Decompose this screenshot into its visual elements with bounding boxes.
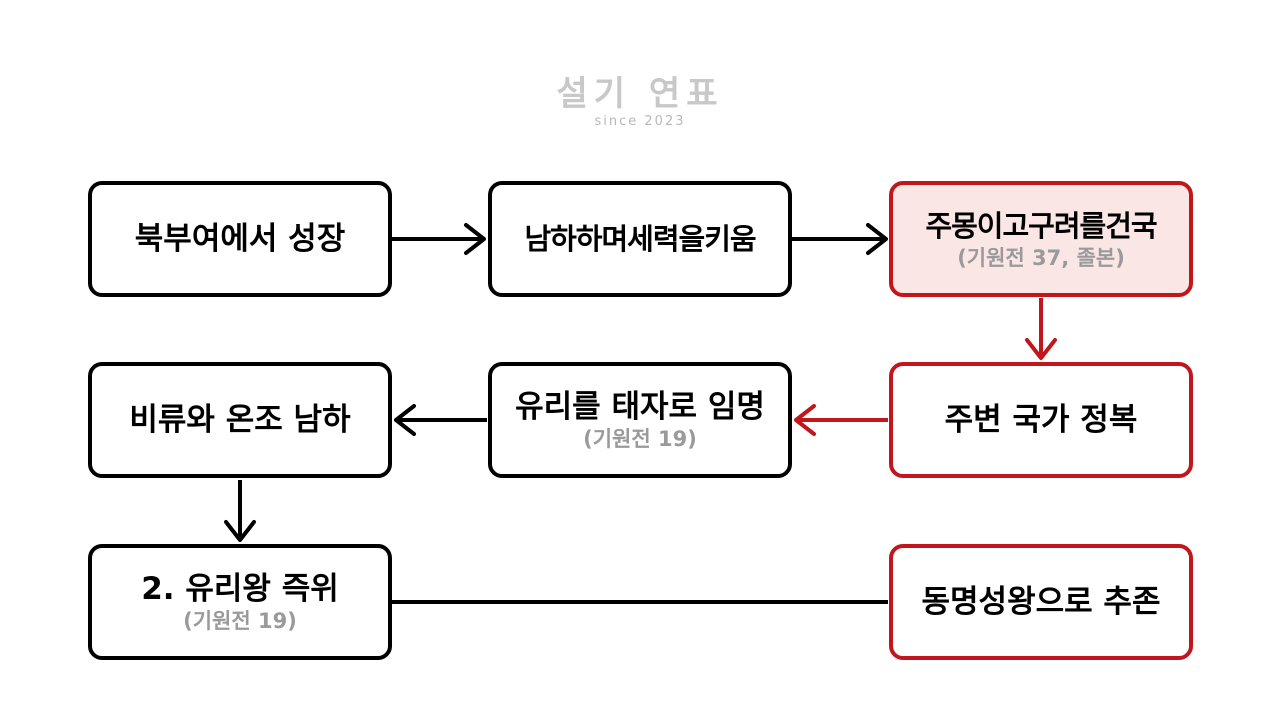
box-label: 주몽이고구려를건국 — [925, 209, 1157, 243]
box-label: 동명성왕으로 추존 — [921, 584, 1161, 620]
box-sublabel: (기원전 19) — [583, 427, 697, 451]
box-goguryeo-founding: 주몽이고구려를건국 (기원전 37, 졸본) — [889, 181, 1193, 297]
box-label: 유리를 태자로 임명 — [515, 389, 765, 425]
box-label: 남하하며세력을키움 — [524, 222, 756, 256]
box-sublabel: (기원전 37, 졸본) — [957, 246, 1125, 270]
box-southward-expansion: 남하하며세력을키움 — [488, 181, 792, 297]
box-king-yuri-enthroned: 2. 유리왕 즉위 (기원전 19) — [88, 544, 392, 660]
logo-subtitle: since 2023 — [594, 114, 686, 129]
watermark-logo: 설기 연표 since 2023 — [540, 74, 740, 130]
logo-title: 설기 연표 — [556, 74, 724, 114]
box-label: 북부여에서 성장 — [134, 221, 346, 257]
arrow-b6-to-b7 — [224, 480, 256, 542]
arrow-b4-to-b5 — [794, 404, 888, 436]
box-north-buyeo-growth: 북부여에서 성장 — [88, 181, 392, 297]
box-biryu-onjo-south: 비류와 온조 남하 — [88, 362, 392, 478]
arrow-b5-to-b6 — [394, 404, 487, 436]
box-dongmyeong-posthumous: 동명성왕으로 추존 — [889, 544, 1193, 660]
arrow-b2-to-b3 — [792, 223, 888, 255]
arrow-b1-to-b2 — [392, 223, 486, 255]
box-conquer-neighbors: 주변 국가 정복 — [889, 362, 1193, 478]
box-label: 2. 유리왕 즉위 — [141, 571, 339, 607]
arrow-b3-to-b4 — [1025, 298, 1057, 360]
box-sublabel: (기원전 19) — [183, 609, 297, 633]
box-yuri-crown-prince: 유리를 태자로 임명 (기원전 19) — [488, 362, 792, 478]
box-label: 주변 국가 정복 — [944, 402, 1138, 438]
box-label: 비류와 온조 남하 — [129, 402, 351, 438]
